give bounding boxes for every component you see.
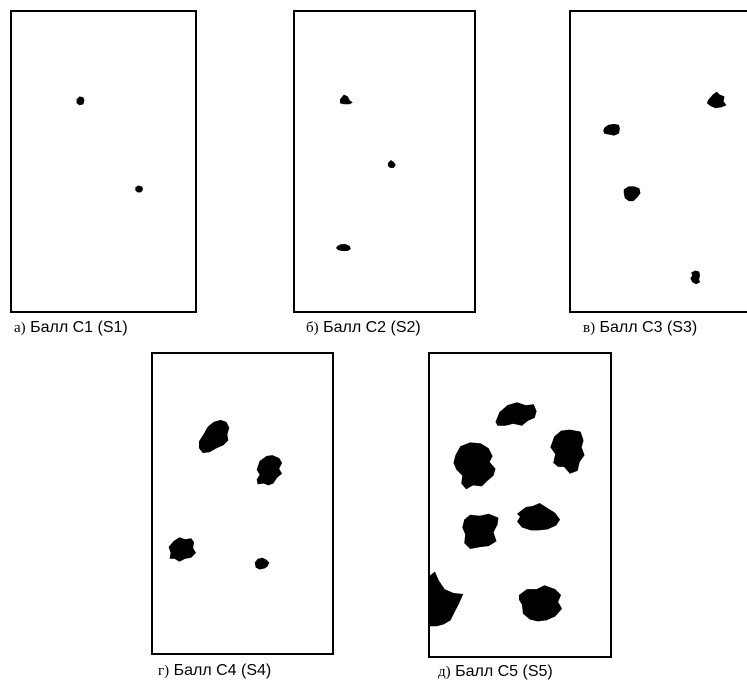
panel-s4-image (168, 419, 283, 570)
inclusion (462, 513, 499, 550)
caption-s4: г) Балл С4 (S4) (158, 661, 271, 681)
inclusion (706, 91, 727, 109)
inclusion (623, 186, 641, 202)
inclusion (453, 442, 496, 490)
caption-s5: д) Балл С5 (S5) (438, 662, 553, 682)
inclusion (519, 585, 563, 622)
caption-label: Балл С5 (S5) (455, 663, 553, 680)
inclusion (339, 94, 353, 105)
inclusion (495, 402, 537, 426)
inclusion (336, 244, 351, 251)
inclusion (256, 455, 283, 486)
panel-s1-image (76, 96, 144, 193)
inclusion (603, 123, 620, 136)
inclusion (690, 270, 701, 285)
caption-s3: в) Балл С3 (S3) (583, 318, 697, 338)
panel-s1 (10, 10, 197, 313)
panel-s3-image (603, 91, 727, 285)
inclusion (254, 557, 270, 570)
panel-s2 (293, 10, 476, 313)
caption-label: Балл С2 (S2) (323, 319, 421, 336)
inclusion (387, 160, 396, 168)
caption-letter: д) (438, 664, 451, 680)
panel-s3 (569, 10, 747, 313)
inclusion (198, 419, 230, 454)
caption-s1: а) Балл С1 (S1) (14, 318, 128, 338)
caption-letter: в) (583, 320, 596, 336)
caption-letter: г) (158, 663, 170, 679)
inclusion (517, 503, 561, 531)
inclusion (76, 96, 85, 106)
caption-label: Балл С4 (S4) (173, 662, 272, 679)
inclusion (550, 429, 585, 474)
caption-s2: б) Балл С2 (S2) (306, 318, 421, 338)
panel-s5 (428, 352, 612, 658)
caption-letter: б) (306, 320, 319, 336)
panel-s5-image (430, 402, 585, 627)
caption-label: Балл С1 (S1) (30, 319, 128, 336)
caption-label: Балл С3 (S3) (599, 319, 698, 336)
panel-s2-image (336, 94, 396, 251)
inclusion (430, 571, 464, 627)
caption-letter: а) (14, 320, 26, 336)
inclusion (135, 185, 144, 193)
panel-s4 (151, 352, 334, 655)
inclusion (168, 537, 197, 562)
